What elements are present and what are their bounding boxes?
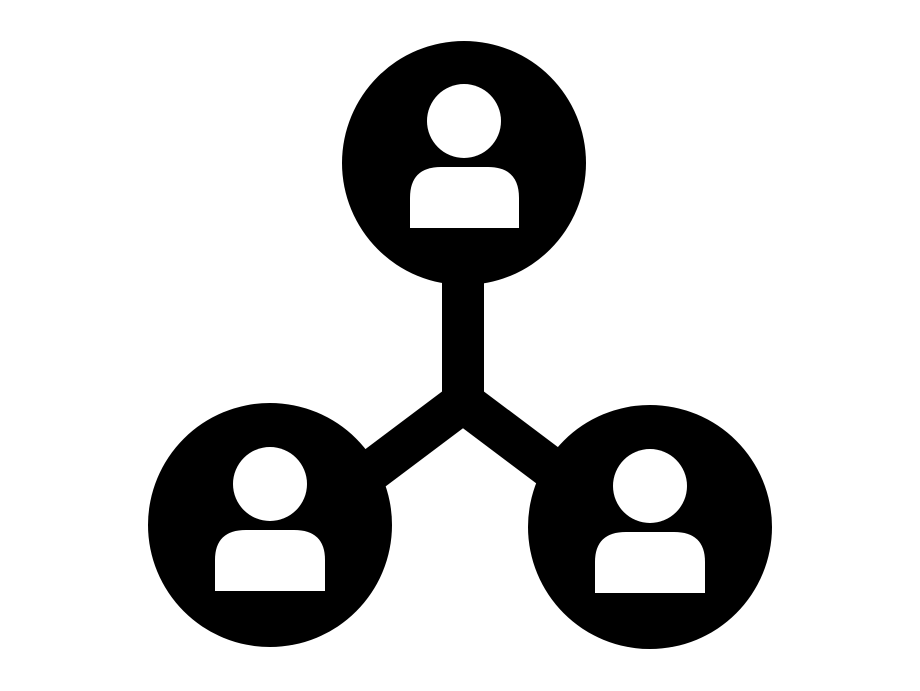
- user-node-circle: [528, 405, 772, 649]
- user-node-circle: [148, 403, 392, 647]
- user-icon: [595, 449, 705, 593]
- user-node-circle: [342, 41, 586, 285]
- user-node-left: [148, 403, 392, 647]
- user-body: [215, 530, 325, 591]
- user-head: [233, 447, 307, 521]
- user-icon: [215, 447, 325, 591]
- user-head: [427, 84, 501, 158]
- user-head: [613, 449, 687, 523]
- user-node-right: [528, 405, 772, 649]
- user-icon: [410, 84, 519, 228]
- user-body: [410, 167, 519, 228]
- user-body: [595, 532, 705, 593]
- user-node-top: [342, 41, 586, 285]
